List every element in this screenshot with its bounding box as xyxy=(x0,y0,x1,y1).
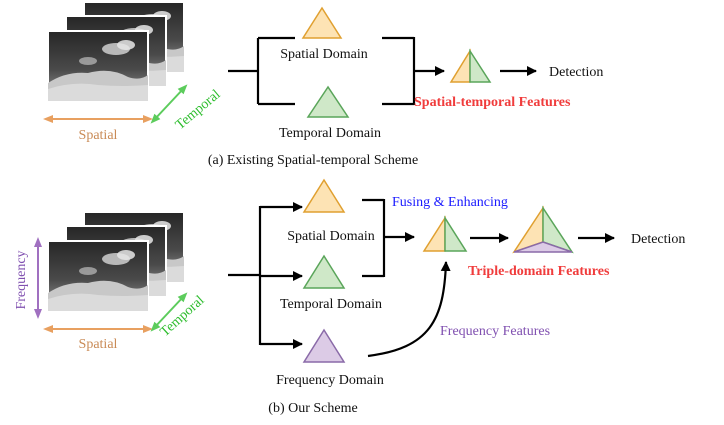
frequency-domain-label: Frequency Domain xyxy=(276,373,384,388)
triple-domain-pyramid xyxy=(512,205,574,254)
detection-label-top: Detection xyxy=(549,65,603,80)
spatial-domain-triangle-bottom xyxy=(302,178,346,213)
triple-domain-features-label: Triple-domain Features xyxy=(468,264,610,279)
spatial-temporal-fused-triangle-top xyxy=(449,48,492,83)
spatial-domain-triangle-top xyxy=(301,6,343,39)
caption-b: (b) Our Scheme xyxy=(268,401,357,416)
spatial-axis-label-bottom: Spatial xyxy=(79,337,118,352)
frequency-features-arrow xyxy=(367,261,451,358)
caption-a: (a) Existing Spatial-temporal Scheme xyxy=(208,153,418,168)
spatial-temporal-features-label: Spatial-temporal Features xyxy=(414,95,571,110)
frequency-axis-label: Frequency xyxy=(14,250,29,309)
temporal-domain-triangle-bottom xyxy=(302,254,346,289)
spatial-domain-label-bottom: Spatial Domain xyxy=(287,229,375,244)
frame-stack-top xyxy=(47,1,185,102)
frequency-domain-triangle xyxy=(302,328,346,363)
frequency-features-label: Frequency Features xyxy=(440,324,550,339)
spatial-domain-label-top: Spatial Domain xyxy=(280,47,368,62)
temporal-axis-arrow-bottom xyxy=(150,292,188,332)
frame-stack-bottom xyxy=(47,211,185,312)
spatial-temporal-fused-triangle-bottom xyxy=(422,215,468,252)
temporal-domain-label-top: Temporal Domain xyxy=(279,126,381,141)
temporal-domain-label-bottom: Temporal Domain xyxy=(280,297,382,312)
detection-label-bottom: Detection xyxy=(631,232,685,247)
temporal-axis-label-top: Temporal xyxy=(173,87,224,133)
temporal-axis-arrow-top xyxy=(150,84,188,124)
fusing-enhancing-label: Fusing & Enhancing xyxy=(392,195,508,210)
temporal-domain-triangle-top xyxy=(306,85,350,118)
bottom-flow-lines xyxy=(228,198,386,345)
spatial-axis-label-top: Spatial xyxy=(79,128,118,143)
